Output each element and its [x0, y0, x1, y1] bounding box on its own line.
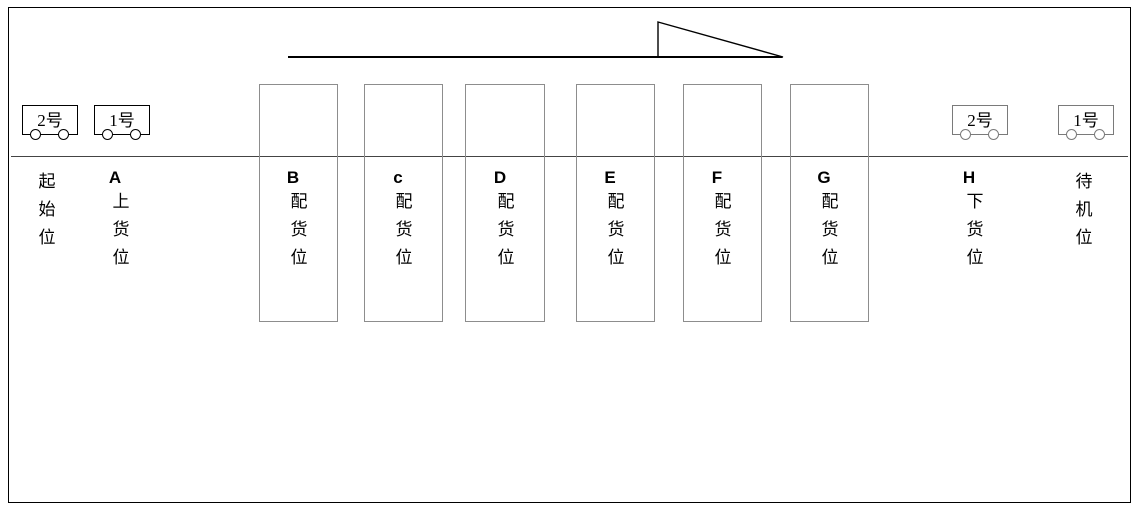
station-name-char: 位: [714, 248, 732, 267]
overhead-rail: [288, 56, 782, 58]
cart-2-left-wheel-left: [30, 129, 41, 140]
station-name-standby: 待机位: [1047, 168, 1121, 252]
page-border: [8, 7, 1131, 503]
station-name-char: 位: [966, 248, 984, 267]
station-name-char: 货: [821, 220, 839, 239]
station-name-char: 始: [38, 200, 56, 219]
cart-1-right-label: 1号: [1073, 110, 1099, 130]
station-name-char: 起: [38, 172, 56, 191]
main-track-line: [11, 156, 1128, 157]
ramp-triangle: [657, 21, 784, 58]
cart-1-left-wheel-right: [130, 129, 141, 140]
station-name-char: 货: [607, 220, 625, 239]
station-code-g-pick: G: [817, 168, 831, 187]
station-code-b-pick: B: [286, 168, 300, 187]
cart-1-right-body: 1号: [1058, 105, 1114, 135]
station-name-char: 位: [395, 248, 413, 267]
station-code-a-load: A: [108, 168, 122, 187]
station-name-char: 位: [497, 248, 515, 267]
station-name-h-unload: 下货位: [938, 188, 1012, 272]
station-code-h-unload: H: [962, 168, 976, 187]
station-code-e-pick: E: [604, 168, 616, 187]
cart-2-right-wheel-right: [988, 129, 999, 140]
station-name-char: 配: [821, 192, 839, 211]
storage-bin-c-pick[interactable]: [364, 84, 443, 322]
storage-bin-f-pick[interactable]: [683, 84, 762, 322]
station-name-char: 位: [290, 248, 308, 267]
station-name-b-pick: 配货位: [262, 188, 336, 272]
station-name-char: 货: [112, 220, 130, 239]
station-name-char: 待: [1075, 172, 1093, 191]
cart-2-right-wheel-left: [960, 129, 971, 140]
cart-2-left[interactable]: 2号: [22, 105, 78, 140]
station-code-d-pick: D: [493, 168, 507, 187]
station-name-g-pick: 配货位: [793, 188, 867, 272]
cart-1-left-body: 1号: [94, 105, 150, 135]
cart-1-right-wheel-right: [1094, 129, 1105, 140]
station-name-a-load: 上货位: [84, 188, 158, 272]
station-name-char: 货: [714, 220, 732, 239]
station-name-char: 配: [290, 192, 308, 211]
cart-1-left[interactable]: 1号: [94, 105, 150, 140]
station-name-char: 上: [112, 192, 130, 211]
station-name-char: 配: [395, 192, 413, 211]
station-code-c-pick: c: [393, 168, 403, 187]
station-name-char: 配: [714, 192, 732, 211]
station-name-char: 货: [966, 220, 984, 239]
cart-1-right[interactable]: 1号: [1058, 105, 1114, 140]
cart-2-right[interactable]: 2号: [952, 105, 1008, 140]
cart-1-left-wheel-left: [102, 129, 113, 140]
station-name-f-pick: 配货位: [686, 188, 760, 272]
station-name-char: 货: [395, 220, 413, 239]
station-name-char: 位: [112, 248, 130, 267]
station-name-char: 位: [1075, 228, 1093, 247]
station-name-start: 起始位: [10, 168, 84, 252]
station-name-char: 配: [497, 192, 515, 211]
station-name-e-pick: 配货位: [579, 188, 653, 272]
station-name-char: 机: [1075, 200, 1093, 219]
cart-2-right-body: 2号: [952, 105, 1008, 135]
cart-2-right-label: 2号: [967, 110, 993, 130]
station-code-f-pick: F: [711, 168, 723, 187]
storage-bin-g-pick[interactable]: [790, 84, 869, 322]
station-name-d-pick: 配货位: [469, 188, 543, 272]
station-name-char: 位: [607, 248, 625, 267]
cart-2-left-label: 2号: [37, 110, 63, 130]
storage-bin-b-pick[interactable]: [259, 84, 338, 322]
station-label-standby[interactable]: 待机位: [1047, 168, 1121, 252]
station-name-c-pick: 配货位: [367, 188, 441, 272]
station-name-char: 配: [607, 192, 625, 211]
station-name-char: 货: [290, 220, 308, 239]
station-label-start[interactable]: 起始位: [10, 168, 84, 252]
station-name-char: 货: [497, 220, 515, 239]
cart-1-left-label: 1号: [109, 110, 135, 130]
storage-bin-e-pick[interactable]: [576, 84, 655, 322]
station-name-char: 位: [38, 228, 56, 247]
cart-2-left-body: 2号: [22, 105, 78, 135]
cart-2-left-wheel-right: [58, 129, 69, 140]
cart-1-right-wheel-left: [1066, 129, 1077, 140]
station-name-char: 位: [821, 248, 839, 267]
station-name-char: 下: [966, 192, 984, 211]
storage-bin-d-pick[interactable]: [465, 84, 545, 322]
